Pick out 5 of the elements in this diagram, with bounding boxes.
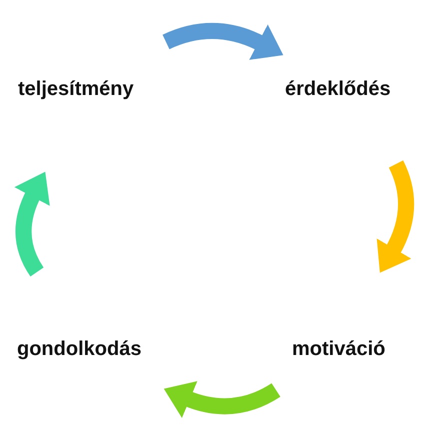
- cycle-label: gondolkodás: [17, 336, 142, 362]
- cycle-label: motiváció: [292, 336, 386, 362]
- cycle-label: érdeklődés: [285, 76, 391, 102]
- curved-arrow: [162, 23, 284, 60]
- cycle-label: teljesítmény: [18, 76, 134, 102]
